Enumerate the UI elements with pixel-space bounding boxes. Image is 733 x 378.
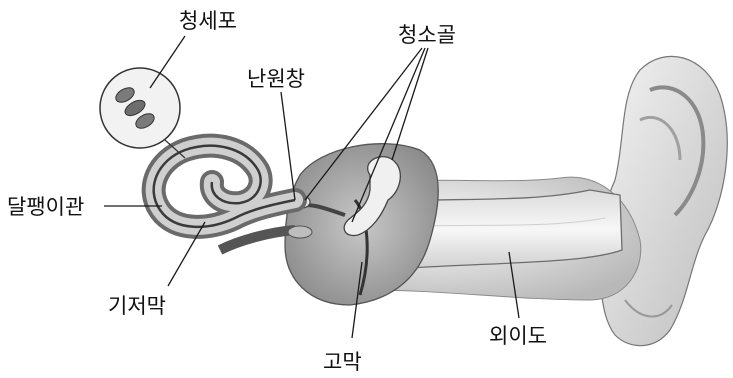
label-ear-canal: 외이도	[489, 324, 547, 348]
ossicles-leader-1	[392, 48, 428, 160]
label-oval-window: 난원창	[247, 67, 305, 91]
label-basilar-membrane: 기저막	[108, 294, 166, 318]
oval-window-leader	[281, 92, 295, 200]
label-ossicles: 청소골	[398, 23, 456, 47]
cochlea	[154, 146, 312, 250]
label-cochlea: 달팽이관	[7, 195, 84, 219]
label-eardrum: 고막	[323, 350, 362, 374]
label-hair-cell: 청세포	[179, 9, 237, 33]
